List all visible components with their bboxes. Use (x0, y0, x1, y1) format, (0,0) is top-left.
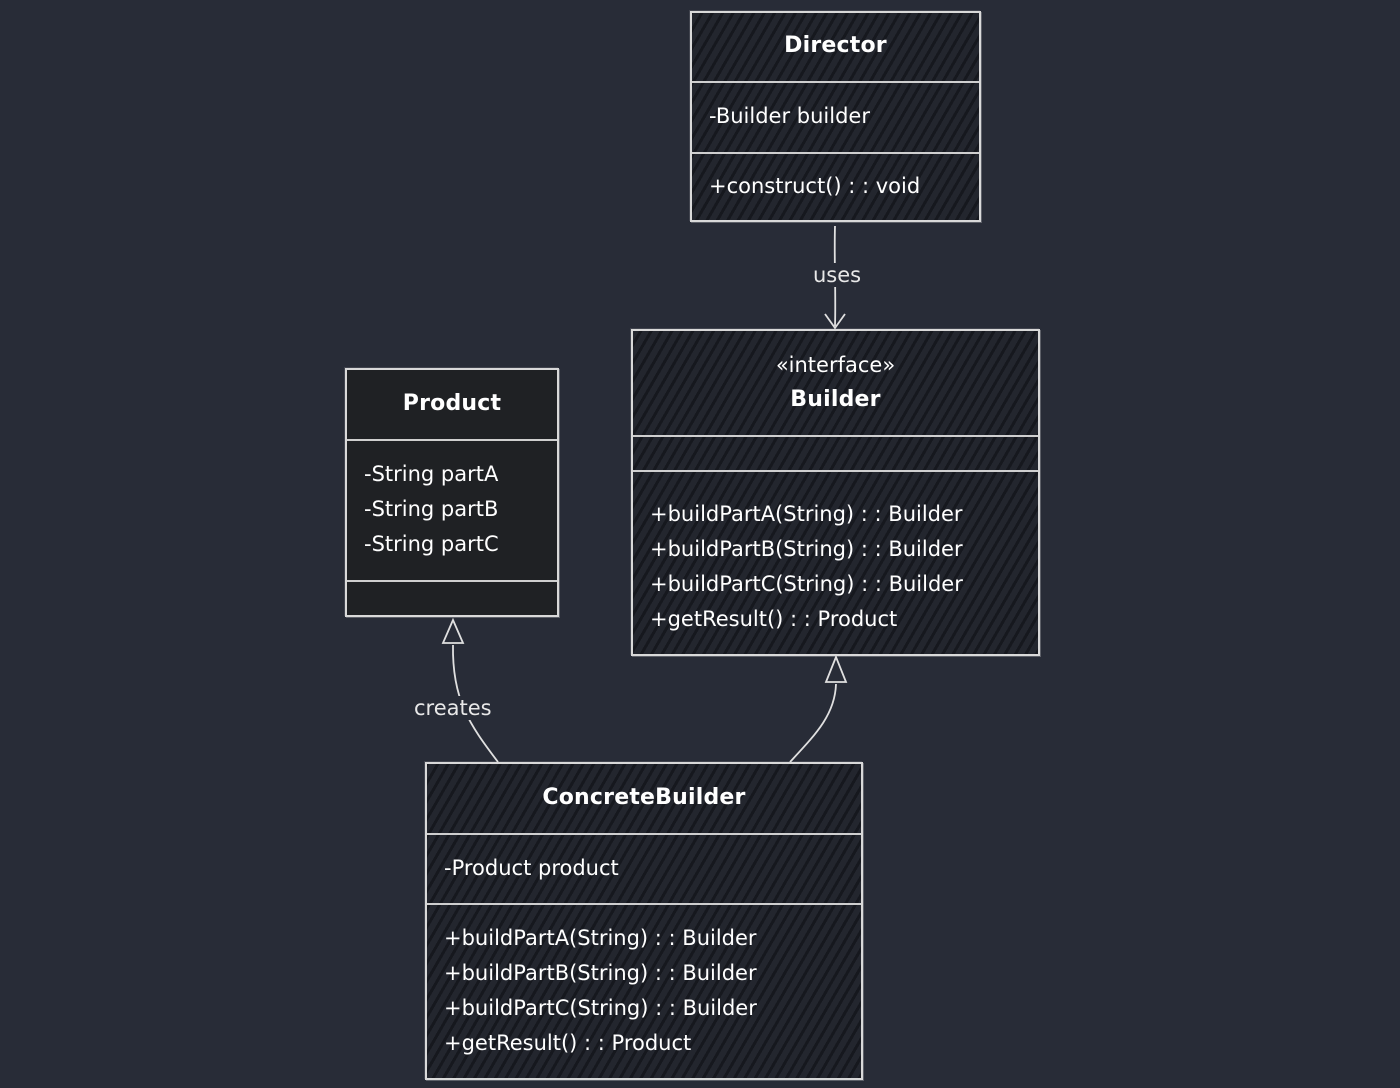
class-name: Product (402, 391, 502, 416)
attribute: -Product product (444, 856, 619, 880)
method: +getResult() : : Product (444, 1031, 692, 1055)
method: +buildPartB(String) : : Builder (444, 961, 757, 985)
method: +getResult() : : Product (650, 607, 898, 631)
divider (427, 903, 861, 905)
uses-label: uses (811, 263, 864, 287)
creates-label: creates (412, 696, 494, 720)
divider (347, 580, 557, 582)
method: +buildPartA(String) : : Builder (650, 502, 963, 526)
class-name: Director (784, 33, 887, 58)
divider (347, 439, 557, 441)
divider (692, 81, 979, 83)
method: +construct() : : void (709, 174, 921, 198)
divider (633, 435, 1038, 437)
uses-arrowhead (824, 313, 846, 330)
method: +buildPartC(String) : : Builder (650, 572, 963, 596)
implements-arrow-line (789, 683, 837, 763)
method: +buildPartA(String) : : Builder (444, 926, 757, 950)
method: +buildPartB(String) : : Builder (650, 537, 963, 561)
class-product: Product -String partA -String partB -Str… (345, 368, 559, 617)
class-director: Director -Builder builder +construct() :… (690, 11, 981, 222)
stereotype: «interface» (775, 353, 896, 377)
attribute: -String partC (364, 532, 499, 556)
class-name: Builder (790, 387, 881, 412)
attribute: -String partA (364, 462, 499, 486)
divider (427, 833, 861, 835)
implements-arrowhead (824, 654, 848, 683)
class-builder: «interface» Builder +buildPartA(String) … (631, 329, 1040, 656)
class-concrete-builder: ConcreteBuilder -Product product +buildP… (425, 762, 863, 1080)
class-name: ConcreteBuilder (542, 785, 746, 810)
method: +buildPartC(String) : : Builder (444, 996, 757, 1020)
attribute: -String partB (364, 497, 499, 521)
divider (633, 470, 1038, 472)
divider (692, 152, 979, 154)
creates-arrowhead (441, 617, 465, 644)
attribute: -Builder builder (709, 104, 870, 128)
